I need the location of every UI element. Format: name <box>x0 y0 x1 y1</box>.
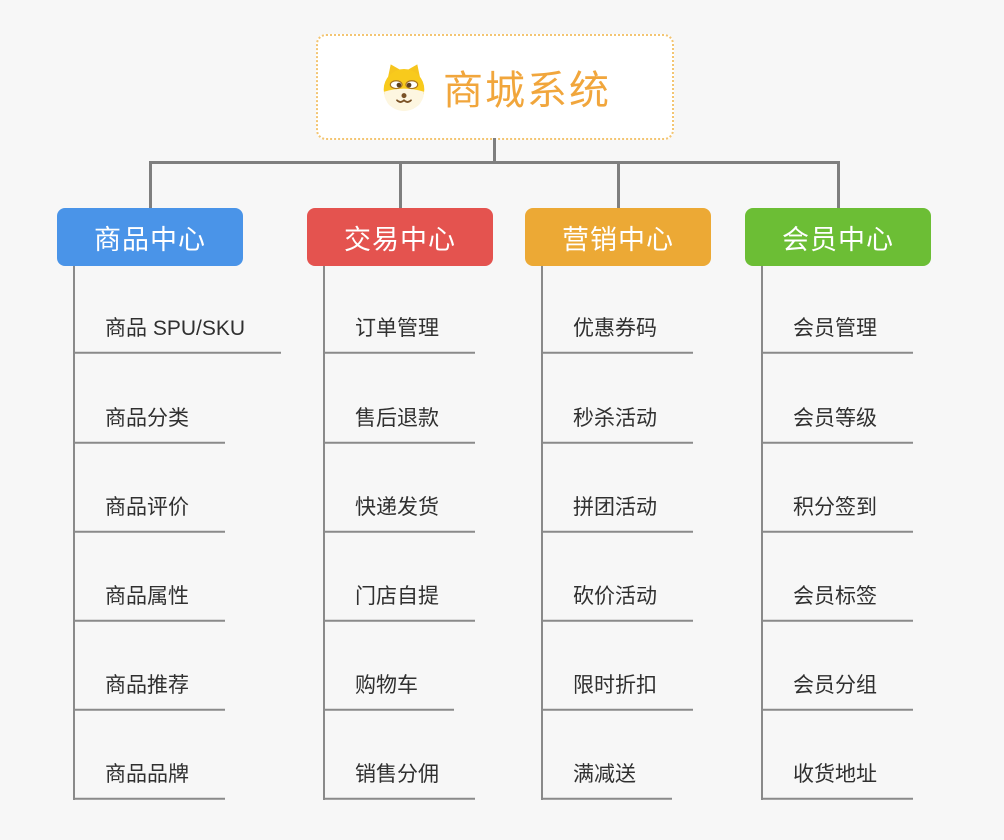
leaf-label: 秒杀活动 <box>573 406 657 430</box>
dog-face-icon <box>383 64 425 112</box>
branch-header-trade[interactable]: 交易中心 <box>307 208 493 266</box>
drop-line-4 <box>837 161 840 208</box>
leaf-label: 限时折扣 <box>573 673 657 697</box>
leaf-label: 会员分组 <box>793 673 877 697</box>
leaf-node[interactable]: 会员等级 <box>761 406 913 444</box>
leaf-node[interactable]: 优惠券码 <box>541 316 693 354</box>
branch-label: 营销中心 <box>562 224 674 255</box>
branch-label: 交易中心 <box>344 224 456 255</box>
leaf-label: 砍价活动 <box>573 584 657 608</box>
leaf-node[interactable]: 快递发货 <box>323 495 475 533</box>
leaf-label: 销售分佣 <box>355 762 439 786</box>
branch-member-center: 会员中心 会员管理 会员等级 积分签到 会员标签 会员分组 收货地址 <box>745 208 931 808</box>
branch-header-marketing[interactable]: 营销中心 <box>525 208 711 266</box>
leaf-node[interactable]: 销售分佣 <box>323 762 475 800</box>
leaf-node[interactable]: 限时折扣 <box>541 673 693 711</box>
leaf-label: 售后退款 <box>355 406 439 430</box>
leaf-label: 商品推荐 <box>105 673 189 697</box>
leaf-node[interactable]: 订单管理 <box>323 316 475 354</box>
branch-product-center: 商品中心 商品 SPU/SKU 商品分类 商品评价 商品属性 商品推荐 商品品牌 <box>57 208 282 808</box>
leaf-node[interactable]: 秒杀活动 <box>541 406 693 444</box>
branch-connector-line <box>73 266 75 800</box>
leaf-label: 会员标签 <box>793 584 877 608</box>
leaf-node[interactable]: 售后退款 <box>323 406 475 444</box>
leaf-label: 门店自提 <box>355 584 439 608</box>
leaf-node[interactable]: 商品品牌 <box>73 762 225 800</box>
leaf-node[interactable]: 满减送 <box>541 762 672 800</box>
leaf-node[interactable]: 商品推荐 <box>73 673 225 711</box>
leaf-node[interactable]: 积分签到 <box>761 495 913 533</box>
root-title: 商城系统 <box>443 69 611 113</box>
branch-label: 会员中心 <box>782 224 894 255</box>
branch-header-member[interactable]: 会员中心 <box>745 208 931 266</box>
branch-connector-line <box>323 266 325 800</box>
leaf-label: 商品属性 <box>105 584 189 608</box>
leaf-node[interactable]: 收货地址 <box>761 762 913 800</box>
leaf-label: 商品 SPU/SKU <box>105 316 246 340</box>
leaf-node[interactable]: 会员标签 <box>761 584 913 622</box>
drop-line-1 <box>149 161 152 208</box>
leaf-node[interactable]: 砍价活动 <box>541 584 693 622</box>
leaf-node[interactable]: 商品属性 <box>73 584 225 622</box>
branch-label: 商品中心 <box>94 224 206 255</box>
leaf-label: 满减送 <box>573 762 636 786</box>
branch-trade-center: 交易中心 订单管理 售后退款 快递发货 门店自提 购物车 销售分佣 <box>307 208 493 808</box>
leaf-node[interactable]: 门店自提 <box>323 584 475 622</box>
leaf-node[interactable]: 拼团活动 <box>541 495 693 533</box>
leaf-node[interactable]: 商品 SPU/SKU <box>73 316 282 354</box>
leaf-label: 积分签到 <box>793 495 877 519</box>
leaf-label: 购物车 <box>355 673 418 697</box>
root-node[interactable]: 商城系统 <box>316 34 674 140</box>
leaf-label: 优惠券码 <box>573 316 657 340</box>
leaf-label: 商品评价 <box>105 495 189 519</box>
branch-header-product[interactable]: 商品中心 <box>57 208 243 266</box>
leaf-node[interactable]: 商品分类 <box>73 406 225 444</box>
leaf-label: 商品品牌 <box>105 762 189 786</box>
leaf-label: 收货地址 <box>793 762 877 786</box>
leaf-label: 会员管理 <box>793 316 877 340</box>
root-stem-line <box>493 138 496 163</box>
leaf-label: 会员等级 <box>793 406 877 430</box>
drop-line-2 <box>399 161 402 208</box>
branch-marketing-center: 营销中心 优惠券码 秒杀活动 拼团活动 砍价活动 限时折扣 满减送 <box>525 208 711 808</box>
branch-bus-line <box>149 161 840 164</box>
branch-connector-line <box>761 266 763 800</box>
leaf-node[interactable]: 购物车 <box>323 673 454 711</box>
leaf-node[interactable]: 会员管理 <box>761 316 913 354</box>
leaf-label: 订单管理 <box>355 316 439 340</box>
branch-connector-line <box>541 266 543 800</box>
drop-line-3 <box>617 161 620 208</box>
leaf-node[interactable]: 会员分组 <box>761 673 913 711</box>
leaf-label: 快递发货 <box>355 495 439 519</box>
leaf-label: 拼团活动 <box>573 495 657 519</box>
leaf-label: 商品分类 <box>105 406 189 430</box>
leaf-node[interactable]: 商品评价 <box>73 495 225 533</box>
